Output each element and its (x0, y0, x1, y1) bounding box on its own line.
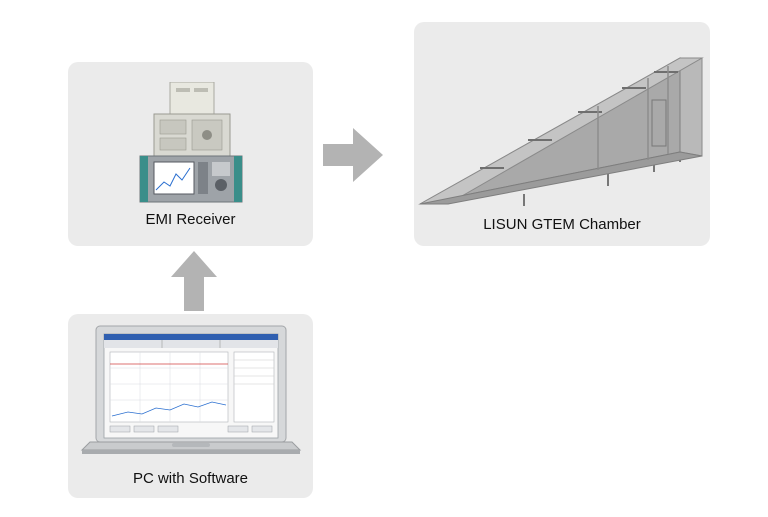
gtem-chamber-image (418, 57, 704, 206)
pc-label: PC with Software (132, 470, 249, 487)
emi-receiver-label: EMI Receiver (145, 211, 236, 228)
gtem-chamber-node: LISUN GTEM Chamber (414, 22, 710, 246)
right-arrow-icon (323, 128, 383, 182)
edge-emi-to-gtem (323, 128, 383, 182)
pc-node: PC with Software (68, 314, 313, 498)
up-arrow-icon (171, 251, 217, 311)
gtem-chamber-label: LISUN GTEM Chamber (483, 216, 641, 233)
emi-receiver-node: EMI Receiver (68, 62, 313, 246)
edge-pc-to-emi (171, 251, 217, 311)
laptop-image (80, 325, 302, 454)
emi-receiver-image (139, 82, 243, 203)
